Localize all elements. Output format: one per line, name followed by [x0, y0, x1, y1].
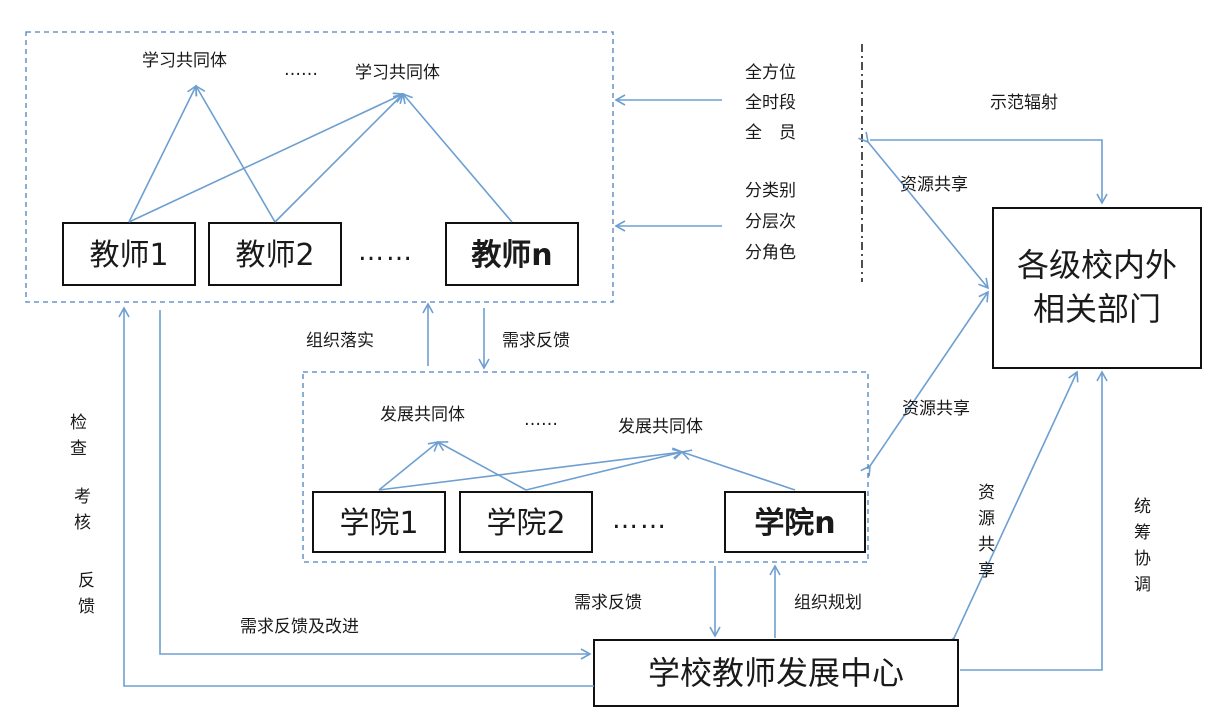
scope-label-3: 全 员: [745, 123, 796, 143]
arrow-resource-share-3: [945, 370, 1079, 649]
scope-label-2: 全时段: [745, 93, 796, 113]
external-departments-line1: 各级校内外: [1017, 246, 1177, 284]
label-resource-share-2: 资源共享: [902, 399, 970, 419]
arrow-c1-dc2: [378, 447, 684, 491]
scope-label-1: 全方位: [745, 63, 796, 83]
scope-label-6: 分角色: [745, 243, 796, 263]
college-2-label: 学院2: [486, 506, 565, 541]
label-check-b: 查: [70, 439, 87, 459]
teacher-group-frame: [25, 31, 614, 303]
development-community-left: 发展共同体: [380, 405, 465, 425]
college-n-box: [724, 491, 866, 553]
scope-label-5: 分层次: [745, 212, 796, 232]
label-check-a: 检: [70, 413, 87, 433]
external-departments-box: [992, 207, 1202, 369]
label-check-c: 考: [74, 487, 91, 507]
development-community-ellipsis: ……: [524, 410, 558, 430]
college-1-label: 学院1: [339, 506, 418, 541]
arrow-t2-lc1: [195, 84, 276, 223]
arrow-c2-dc2: [525, 448, 684, 491]
teacher-n-label: 教师n: [471, 238, 552, 273]
college-n-label: 学院n: [754, 506, 835, 541]
teacher-n-box: [445, 222, 579, 286]
label-organize-plan: 组织规划: [794, 593, 862, 613]
label-coordination-b: 筹: [1134, 523, 1151, 543]
label-check-d: 核: [74, 513, 91, 533]
label-check-f: 馈: [78, 597, 95, 617]
learning-community-right: 学习共同体: [355, 63, 440, 83]
arrow-c1-dc1: [378, 440, 440, 491]
label-check-e: 反: [78, 571, 95, 591]
college-group-frame: [302, 371, 869, 563]
teacher-2-box: [208, 222, 342, 286]
college-1-box: [312, 491, 446, 553]
college-2-box: [459, 491, 593, 553]
arrow-cn-dc2: [680, 449, 796, 491]
label-demand-feedback-2: 需求反馈: [574, 593, 642, 613]
label-demand-feedback-improve: 需求反馈及改进: [240, 617, 359, 637]
label-organize-implement: 组织落实: [306, 331, 374, 351]
arrow-demand-feedback-improve: [159, 310, 592, 660]
teacher-development-center-box: [593, 639, 959, 707]
teacher-development-center-label: 学校教师发展中心: [648, 654, 904, 692]
label-resource-share-3-d: 享: [978, 561, 995, 581]
label-resource-share-3-b: 源: [978, 509, 995, 529]
teacher-2-label: 教师2: [235, 238, 314, 273]
label-demonstration: 示范辐射: [990, 93, 1058, 113]
development-community-right: 发展共同体: [618, 417, 703, 437]
label-demand-feedback-1: 需求反馈: [502, 331, 570, 351]
label-resource-share-1: 资源共享: [900, 175, 968, 195]
arrow-resource-share-2: [860, 290, 989, 477]
arrow-t1-lc1: [128, 84, 198, 223]
arrow-coordination: [960, 370, 1108, 671]
college-ellipsis: ……: [612, 505, 668, 535]
arrow-check-assess-feedback: [118, 306, 594, 687]
teacher-1-box: [62, 222, 196, 286]
label-coordination-a: 统: [1134, 497, 1151, 517]
learning-community-ellipsis: ……: [284, 60, 318, 80]
arrow-resource-share-1: [858, 131, 990, 290]
label-resource-share-3-c: 共: [978, 535, 995, 555]
label-resource-share-3-a: 资: [978, 483, 995, 503]
external-departments-line2: 相关部门: [1033, 290, 1161, 328]
label-coordination-d: 调: [1134, 575, 1151, 595]
teacher-1-label: 教师1: [89, 238, 168, 273]
teacher-ellipsis: ……: [358, 237, 414, 267]
label-coordination-c: 协: [1134, 549, 1151, 569]
arrow-t2-lc2: [274, 92, 405, 223]
arrow-c2-dc1: [436, 441, 527, 491]
arrow-tn-lc2: [401, 92, 513, 223]
learning-community-left: 学习共同体: [142, 51, 227, 71]
arrow-t1-lc2: [128, 92, 405, 223]
scope-label-4: 分类别: [745, 181, 796, 201]
